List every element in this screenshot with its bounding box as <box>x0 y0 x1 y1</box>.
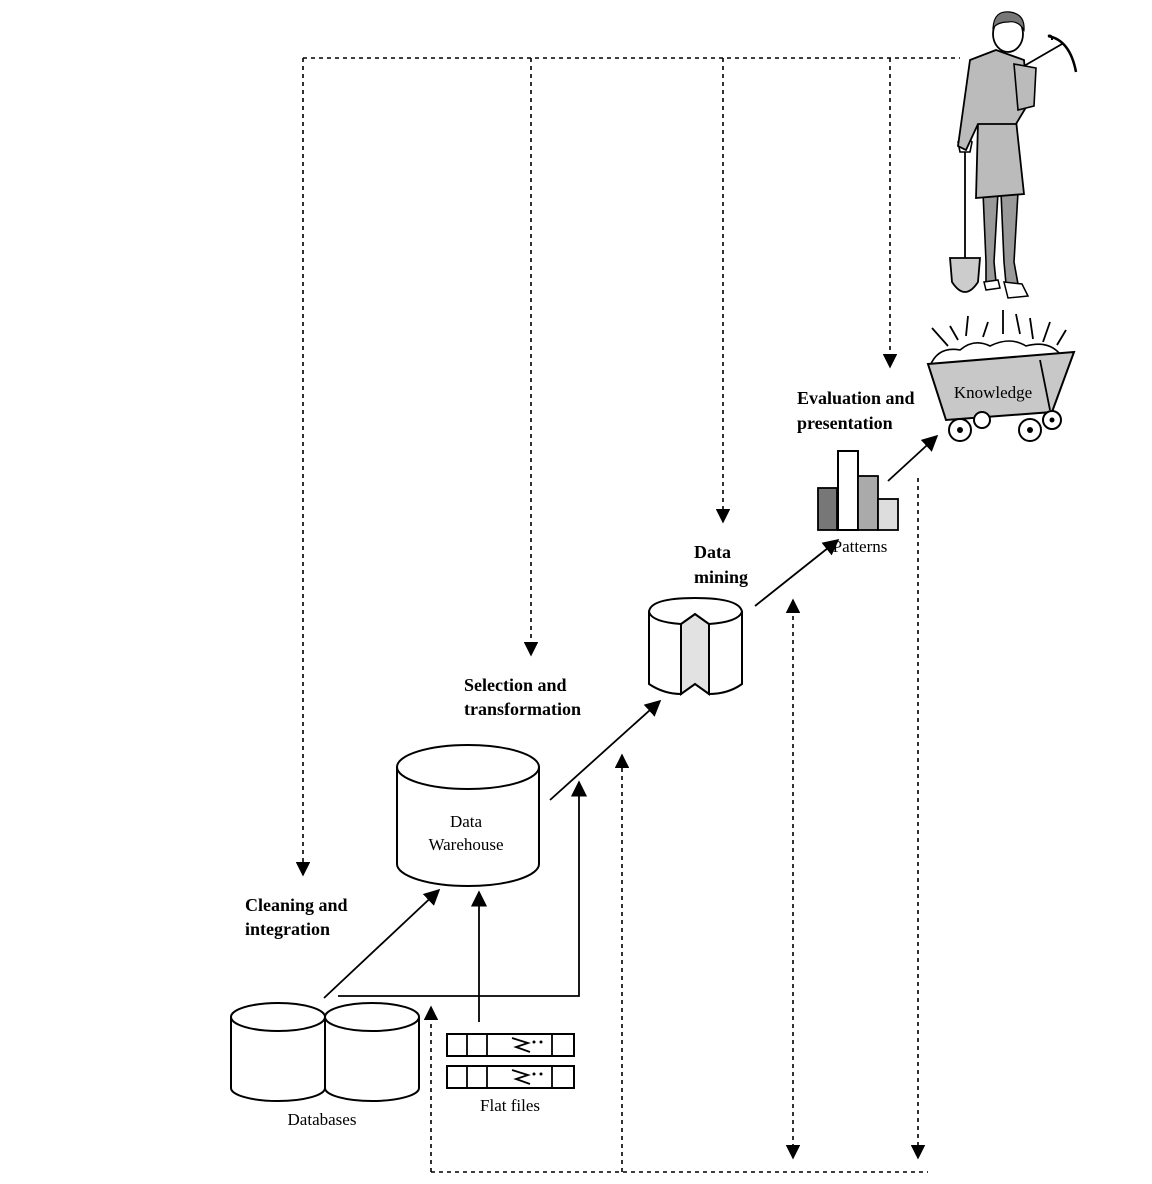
flat-files-label: Flat files <box>480 1096 540 1115</box>
databases-label: Databases <box>288 1110 357 1129</box>
knowledge-cart-icon <box>926 310 1076 442</box>
selection-label-line1: Selection and <box>464 675 567 695</box>
mining-label-line1: Data <box>694 542 731 562</box>
selection-label-line2: transformation <box>464 699 581 719</box>
knowledge-label: Knowledge <box>954 383 1032 402</box>
data-warehouse-icon <box>396 744 540 887</box>
bottom-feedback-lines <box>423 478 928 1173</box>
patterns-label: Patterns <box>833 537 888 556</box>
mining-label-line2: mining <box>694 567 748 587</box>
data-warehouse-label-line2: Warehouse <box>428 835 503 854</box>
stage-labels: Cleaning and integration Selection and t… <box>245 388 915 939</box>
data-mining-icon <box>647 596 744 696</box>
sparkle-rays <box>931 310 1067 347</box>
flow-arrows <box>323 434 939 1022</box>
miner-figure-icon <box>949 11 1078 299</box>
databases-icon <box>230 1002 420 1102</box>
cleaning-label-line1: Cleaning and <box>245 895 348 915</box>
evaluation-label-line2: presentation <box>797 413 893 433</box>
data-warehouse-label-line1: Data <box>450 812 483 831</box>
flat-files-icon <box>446 1033 575 1089</box>
evaluation-label-line1: Evaluation and <box>797 388 915 408</box>
cleaning-label-line2: integration <box>245 919 330 939</box>
top-feedback-lines <box>295 57 960 877</box>
patterns-icon <box>817 450 899 531</box>
